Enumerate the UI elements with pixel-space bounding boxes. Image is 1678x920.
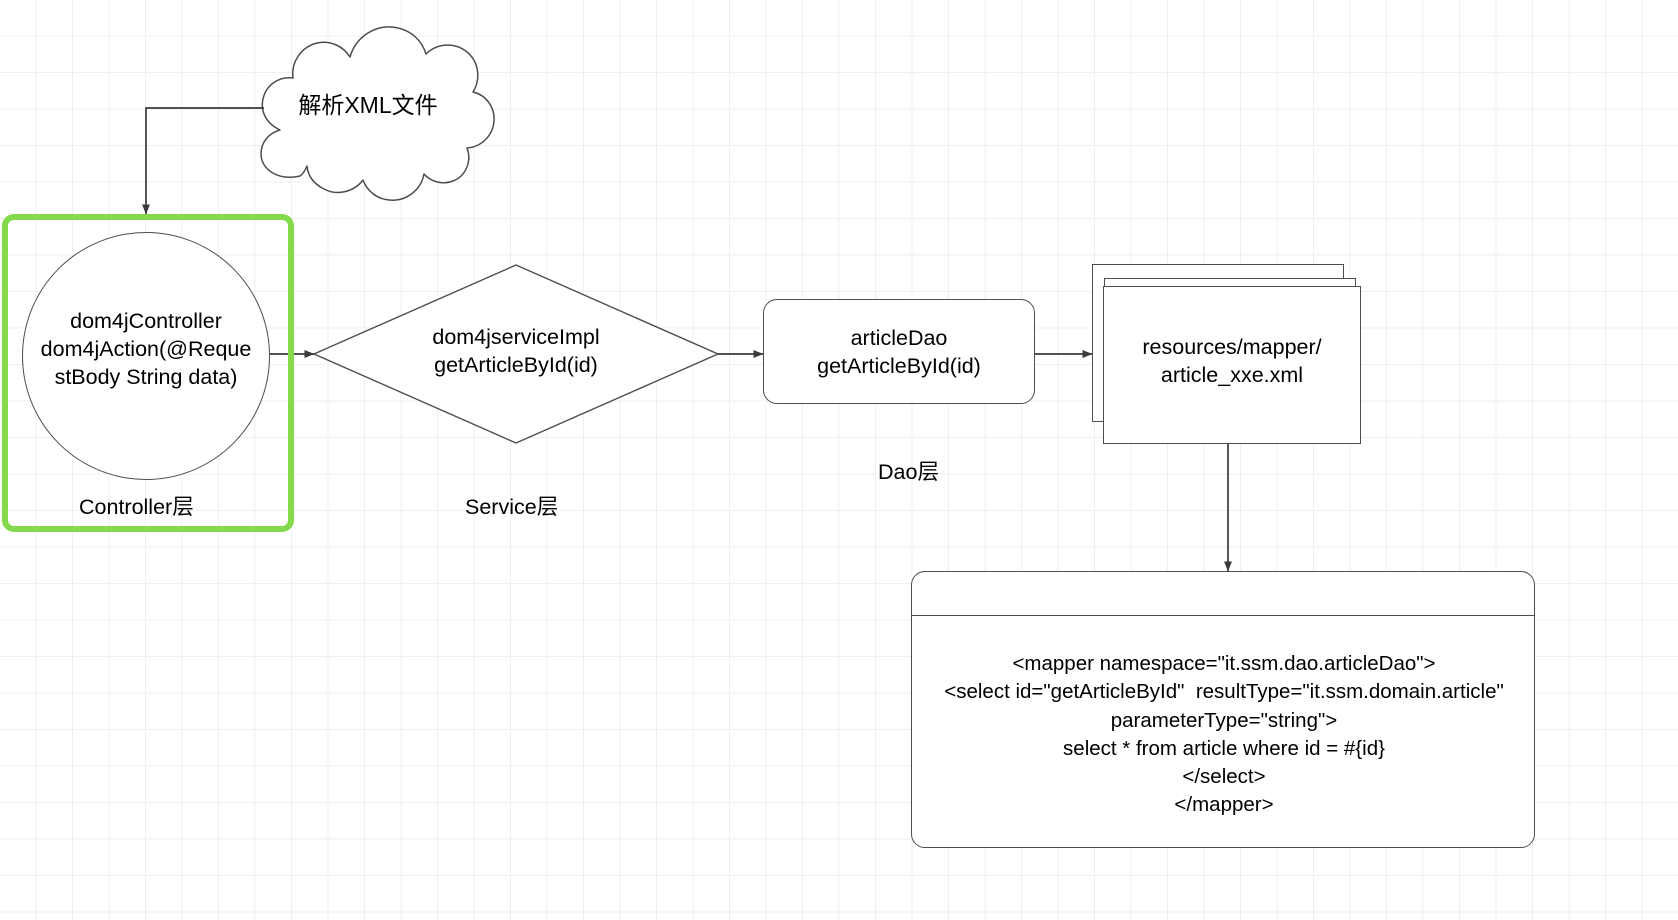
xml-note-line: parameterType="string"> (1110, 708, 1338, 732)
controller-node[interactable] (22, 232, 270, 480)
cloud-shape (260, 26, 495, 201)
controller-layer-caption: Controller层 (79, 495, 194, 519)
xml-note-line: <select id="getArticleById" resultType="… (944, 680, 1504, 704)
xml-note-header-divider (911, 615, 1535, 616)
dao-layer-caption: Dao层 (878, 460, 939, 484)
mapper-stack-node[interactable] (1103, 286, 1361, 444)
xml-note-line: <mapper namespace="it.ssm.dao.articleDao… (1012, 652, 1436, 675)
service-layer-caption: Service层 (465, 495, 559, 519)
service-node-line2: getArticleById(id) (434, 352, 598, 377)
cloud-label: 解析XML文件 (298, 92, 438, 118)
dao-node[interactable] (763, 299, 1035, 404)
service-diamond-shape (312, 264, 720, 444)
xml-note-line: select * from article where id = #{id} (1063, 736, 1385, 760)
service-node-label: dom4jserviceImpl getArticleById(id) (380, 324, 652, 380)
xml-note-line: </select> (1182, 765, 1266, 789)
xml-note-node[interactable] (911, 571, 1535, 848)
service-node-line1: dom4jserviceImpl (432, 325, 600, 349)
xml-note-line: </mapper> (1174, 793, 1274, 817)
edge-cloud-to-controller (142, 107, 264, 215)
xml-note-code: <mapper namespace="it.ssm.dao.articleDao… (900, 650, 1548, 820)
controller-layer-group[interactable] (2, 214, 294, 532)
